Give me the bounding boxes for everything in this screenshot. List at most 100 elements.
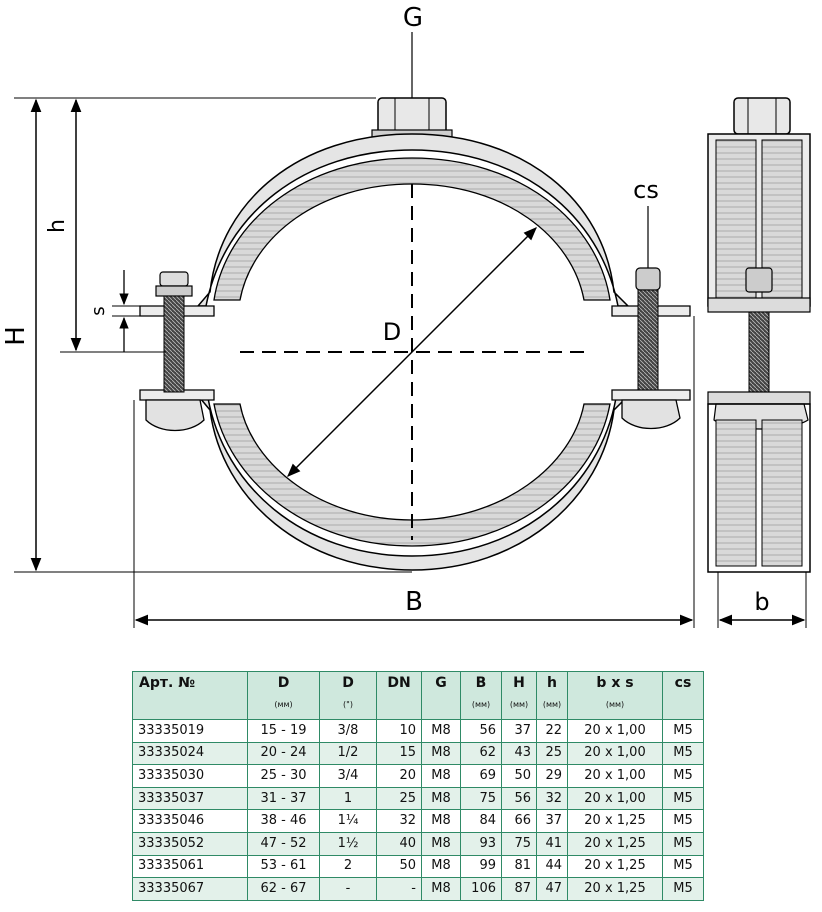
- table-cell: 20 x 1,25: [567, 877, 663, 901]
- table-cell: 20 x 1,25: [567, 809, 663, 833]
- table-cell: M5: [662, 809, 704, 833]
- table-cell: M5: [662, 741, 704, 766]
- table-cell: 20 x 1,00: [567, 741, 663, 766]
- table-cell: M8: [421, 831, 461, 856]
- table-cell: 1: [319, 786, 377, 811]
- table-cell: 3/4: [319, 764, 377, 788]
- table-cell: -: [319, 877, 377, 901]
- table-cell: 20 - 24: [247, 741, 320, 766]
- table-cell: -: [376, 877, 422, 901]
- table-cell: 87: [501, 877, 537, 901]
- table-cell: 69: [460, 764, 502, 788]
- col-header-h-lower: h(мм): [536, 671, 568, 720]
- table-cell: 25: [536, 741, 568, 766]
- table-cell: 20 x 1,25: [567, 854, 663, 879]
- table-cell: 33335024: [132, 741, 248, 766]
- side-view: [707, 97, 811, 573]
- label-b: b: [754, 588, 769, 616]
- table-cell: 43: [501, 741, 537, 766]
- table-cell: 15 - 19: [247, 719, 320, 743]
- table-cell: 106: [460, 877, 502, 901]
- col-header-art: Арт. №: [132, 671, 248, 720]
- top-hex-nut: [371, 97, 453, 139]
- table-cell: 53 - 61: [247, 854, 320, 879]
- table-cell: 62: [460, 741, 502, 766]
- table-cell: 40: [376, 831, 422, 856]
- table-cell: 33335052: [132, 831, 248, 856]
- table-cell: 75: [460, 786, 502, 811]
- table-cell: M5: [662, 786, 704, 811]
- table-cell: 99: [460, 854, 502, 879]
- label-h: h: [45, 219, 70, 233]
- table-cell: 33335067: [132, 877, 248, 901]
- col-header-g: G: [421, 671, 461, 720]
- table-cell: 32: [536, 786, 568, 811]
- table-cell: M5: [662, 854, 704, 879]
- label-D: D: [383, 318, 401, 346]
- table-cell: 37: [536, 809, 568, 833]
- table-cell: 84: [460, 809, 502, 833]
- label-G: G: [403, 3, 423, 33]
- pipe-clamp-drawing: G cs D: [1, 3, 811, 628]
- table-cell: M8: [421, 741, 461, 766]
- table-cell: 66: [501, 809, 537, 833]
- table-cell: 56: [460, 719, 502, 743]
- table-cell: M8: [421, 786, 461, 811]
- table-cell: M8: [421, 809, 461, 833]
- col-header-h-upper: H(мм): [501, 671, 537, 720]
- table-cell: 33335019: [132, 719, 248, 743]
- table-cell: 32: [376, 809, 422, 833]
- table-cell: M8: [421, 854, 461, 879]
- table-cell: 1/2: [319, 741, 377, 766]
- table-cell: 2: [319, 854, 377, 879]
- table-cell: M5: [662, 719, 704, 743]
- table-cell: 50: [501, 764, 537, 788]
- table-cell: 33335046: [132, 809, 248, 833]
- col-header-dn: DN: [376, 671, 422, 720]
- table-cell: M5: [662, 831, 704, 856]
- spec-table: Арт. № D(мм) D(") DN G B(мм) H(мм) h(мм)…: [132, 671, 704, 901]
- upper-clamp-half: [139, 133, 691, 317]
- table-cell: 47 - 52: [247, 831, 320, 856]
- lower-clamp-half: [139, 389, 691, 571]
- col-header-cs: cs: [662, 671, 704, 720]
- table-cell: 47: [536, 877, 568, 901]
- table-cell: 93: [460, 831, 502, 856]
- table-cell: 33335061: [132, 854, 248, 879]
- left-bolt: [145, 271, 205, 432]
- table-cell: 56: [501, 786, 537, 811]
- table-cell: 25: [376, 786, 422, 811]
- table-cell: 20 x 1,00: [567, 786, 663, 811]
- label-H: H: [1, 326, 31, 346]
- table-cell: 3/8: [319, 719, 377, 743]
- table-cell: 81: [501, 854, 537, 879]
- table-cell: M5: [662, 877, 704, 901]
- col-header-b: B(мм): [460, 671, 502, 720]
- table-cell: 33335037: [132, 786, 248, 811]
- table-cell: 33335030: [132, 764, 248, 788]
- col-header-d-inch: D("): [319, 671, 377, 720]
- table-cell: 38 - 46: [247, 809, 320, 833]
- table-cell: 22: [536, 719, 568, 743]
- table-cell: 29: [536, 764, 568, 788]
- table-cell: M8: [421, 719, 461, 743]
- table-cell: 20 x 1,00: [567, 764, 663, 788]
- table-cell: 20: [376, 764, 422, 788]
- diameter-arrow: [287, 227, 537, 477]
- col-header-d-mm: D(мм): [247, 671, 320, 720]
- table-cell: 15: [376, 741, 422, 766]
- table-cell: 41: [536, 831, 568, 856]
- table-cell: M5: [662, 764, 704, 788]
- table-cell: 1½: [319, 831, 377, 856]
- table-cell: 1¼: [319, 809, 377, 833]
- table-cell: 20 x 1,25: [567, 831, 663, 856]
- label-cs: cs: [633, 176, 659, 204]
